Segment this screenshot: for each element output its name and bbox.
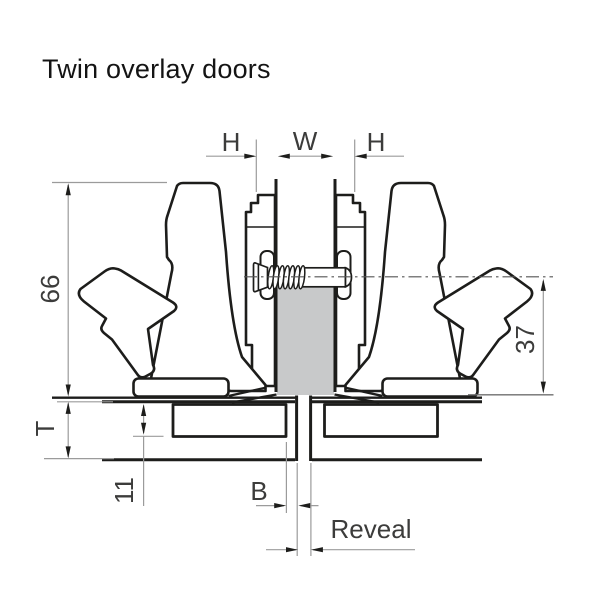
dim-label-b: B (250, 476, 267, 506)
screw-head (252, 262, 269, 293)
dim-label-h-left: H (222, 127, 241, 157)
left-cup-edge-line (228, 386, 267, 398)
dim-label-11: 11 (109, 477, 139, 504)
dim-label-37: 37 (510, 325, 540, 354)
page-title: Twin overlay doors (42, 54, 271, 84)
dim-label-reveal: Reveal (331, 514, 412, 544)
dim-boring-distance-b: B (250, 442, 319, 513)
dim-label-w: W (293, 126, 318, 156)
left-cup-bore (171, 403, 288, 438)
right-cup-flange (381, 377, 479, 398)
center-partition-panel (277, 286, 334, 395)
left-door-section (102, 395, 299, 462)
right-hinge-lever (433, 267, 534, 379)
dim-label-h-right: H (367, 127, 386, 157)
dim-hinge-height-66: 66 (35, 181, 167, 397)
left-hinge (77, 181, 277, 404)
right-cup-bore (323, 403, 439, 438)
dim-reveal: Reveal (266, 463, 415, 556)
left-hinge-arm (149, 181, 267, 393)
right-hinge-arm (344, 181, 462, 393)
connecting-screw (244, 262, 553, 293)
dim-label-t: T (30, 420, 60, 436)
right-door-section (309, 395, 482, 462)
dim-top-overlays: H W H (206, 126, 404, 192)
left-cup-flange (132, 377, 230, 398)
right-cup-edge-line (344, 386, 383, 398)
dim-door-thickness-t: T (30, 401, 114, 460)
left-hinge-lever (77, 267, 178, 379)
dim-axis-height-37: 37 (468, 278, 554, 396)
dim-cup-depth-11: 11 (109, 404, 164, 506)
dim-label-66: 66 (35, 275, 65, 304)
right-hinge (334, 181, 534, 404)
